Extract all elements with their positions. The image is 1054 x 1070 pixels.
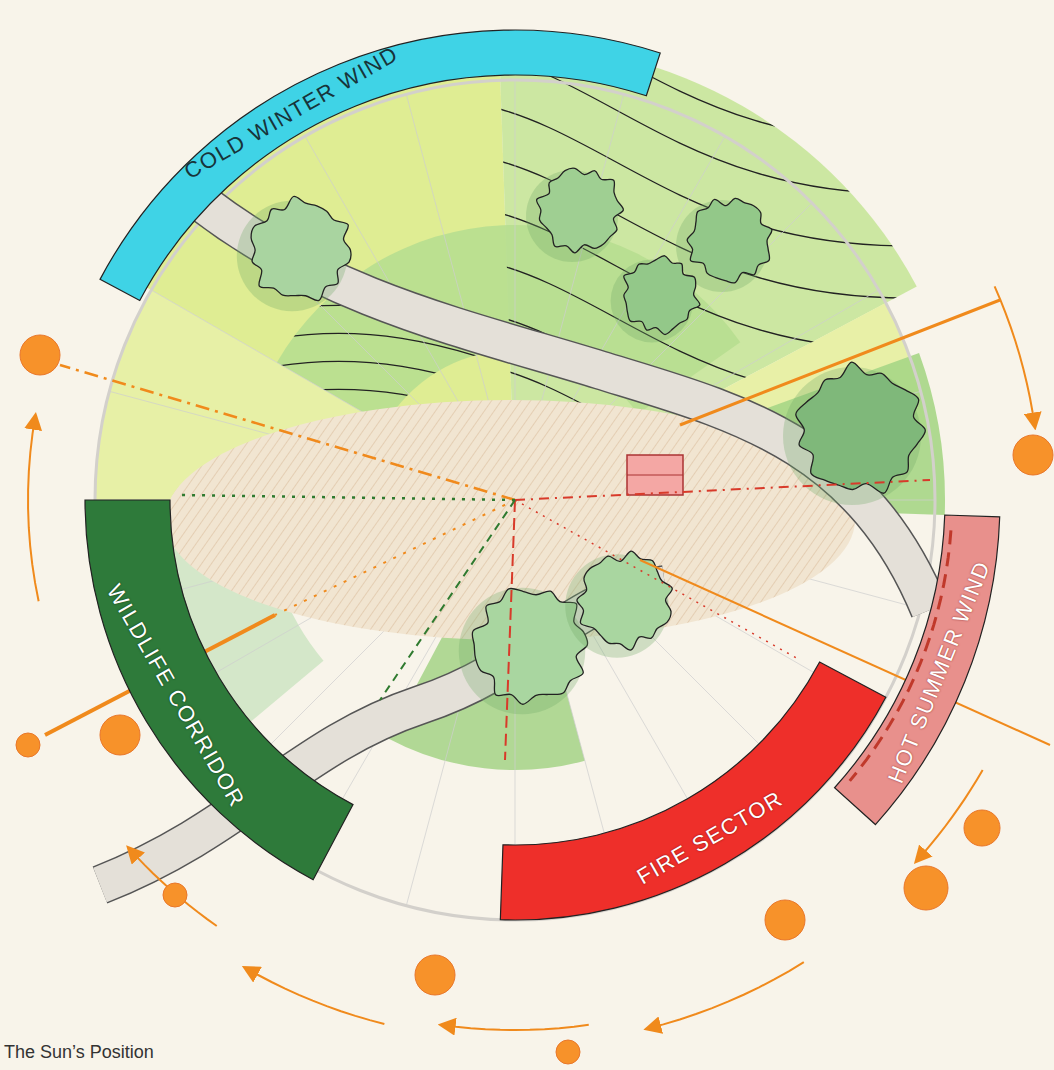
sun [556, 1040, 580, 1064]
house [627, 455, 683, 495]
sector-band [500, 662, 885, 920]
tree [537, 168, 624, 253]
sight-line [515, 500, 800, 660]
tree [624, 256, 700, 335]
sun [415, 955, 455, 995]
sight-line [515, 480, 930, 500]
sun-path-arrow [441, 1025, 589, 1030]
contour-line [480, 156, 960, 298]
sun [1013, 435, 1053, 475]
sector-band [835, 515, 1000, 825]
sun [20, 335, 60, 375]
sight-line [60, 365, 515, 500]
sun-path-arrow [129, 848, 217, 926]
caption-note: The Sun’s Position [4, 1042, 154, 1063]
sun [964, 810, 1000, 846]
sun [163, 883, 187, 907]
sun-path-arrow [995, 286, 1035, 426]
sector-circle [95, 80, 935, 920]
sun [100, 715, 140, 755]
sight-line [505, 500, 515, 760]
sun-path-arrow [28, 415, 39, 601]
sight-line [380, 500, 515, 700]
tree [796, 362, 926, 493]
compass-spokes [95, 80, 935, 920]
sun-path-arrow [245, 968, 384, 1024]
sight-line [180, 495, 515, 500]
sun-path-arrow [647, 962, 804, 1029]
sector-band [85, 500, 353, 880]
house-line [627, 475, 683, 476]
sun [765, 900, 805, 940]
tree [577, 551, 672, 650]
sight-line [680, 300, 1000, 425]
sight-line [275, 500, 515, 615]
tree [251, 196, 351, 300]
sector-band [100, 30, 660, 300]
sun [16, 733, 40, 757]
sun [904, 866, 948, 910]
tree [687, 198, 772, 283]
